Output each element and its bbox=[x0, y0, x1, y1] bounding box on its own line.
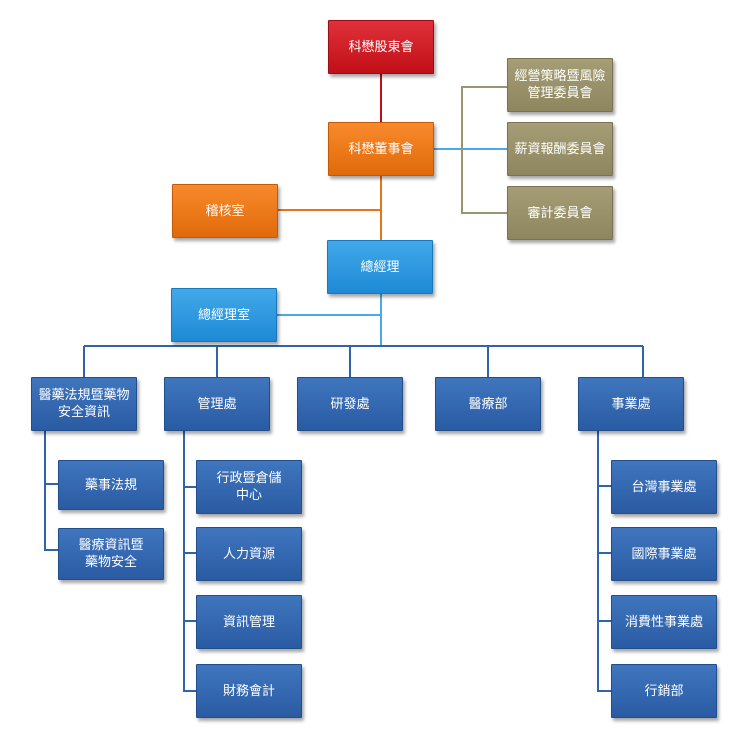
node-medical-dept: 醫療部 bbox=[435, 377, 541, 431]
node-management-dept: 管理處 bbox=[164, 377, 270, 431]
node-intl-business: 國際事業處 bbox=[611, 527, 717, 581]
node-board: 科懋董事會 bbox=[328, 122, 434, 176]
node-taiwan-business: 台灣事業處 bbox=[611, 460, 717, 514]
node-shareholders: 科懋股東會 bbox=[328, 20, 434, 74]
node-strategy-committee: 經營策略暨風險 管理委員會 bbox=[507, 58, 613, 112]
node-finance-accounting: 財務會計 bbox=[196, 664, 302, 718]
node-regulatory-dept: 醫藥法規暨藥物 安全資訊 bbox=[31, 377, 137, 431]
node-medical-info-safety: 醫療資訊暨 藥物安全 bbox=[58, 528, 164, 580]
node-general-manager: 總經理 bbox=[327, 240, 433, 294]
connector-regulatory-subtree bbox=[44, 431, 58, 551]
connector-committees-bracket bbox=[461, 86, 507, 214]
node-audit-office: 稽核室 bbox=[172, 184, 278, 238]
node-admin-storage: 行政暨倉儲 中心 bbox=[196, 460, 302, 514]
node-hr: 人力資源 bbox=[196, 527, 302, 581]
node-business-dept: 事業處 bbox=[578, 377, 684, 431]
node-it-management: 資訊管理 bbox=[196, 595, 302, 649]
connector-business-subtree bbox=[597, 431, 611, 692]
node-marketing: 行銷部 bbox=[611, 664, 717, 718]
node-pharma-regulations: 藥事法規 bbox=[58, 460, 164, 510]
connector-management-subtree bbox=[183, 431, 196, 692]
node-rd-dept: 研發處 bbox=[297, 377, 403, 431]
node-audit-committee: 審計委員會 bbox=[507, 186, 613, 240]
node-consumer-business: 消費性事業處 bbox=[611, 595, 717, 649]
node-compensation-committee: 薪資報酬委員會 bbox=[507, 122, 613, 176]
node-gm-office: 總經理室 bbox=[171, 288, 277, 342]
